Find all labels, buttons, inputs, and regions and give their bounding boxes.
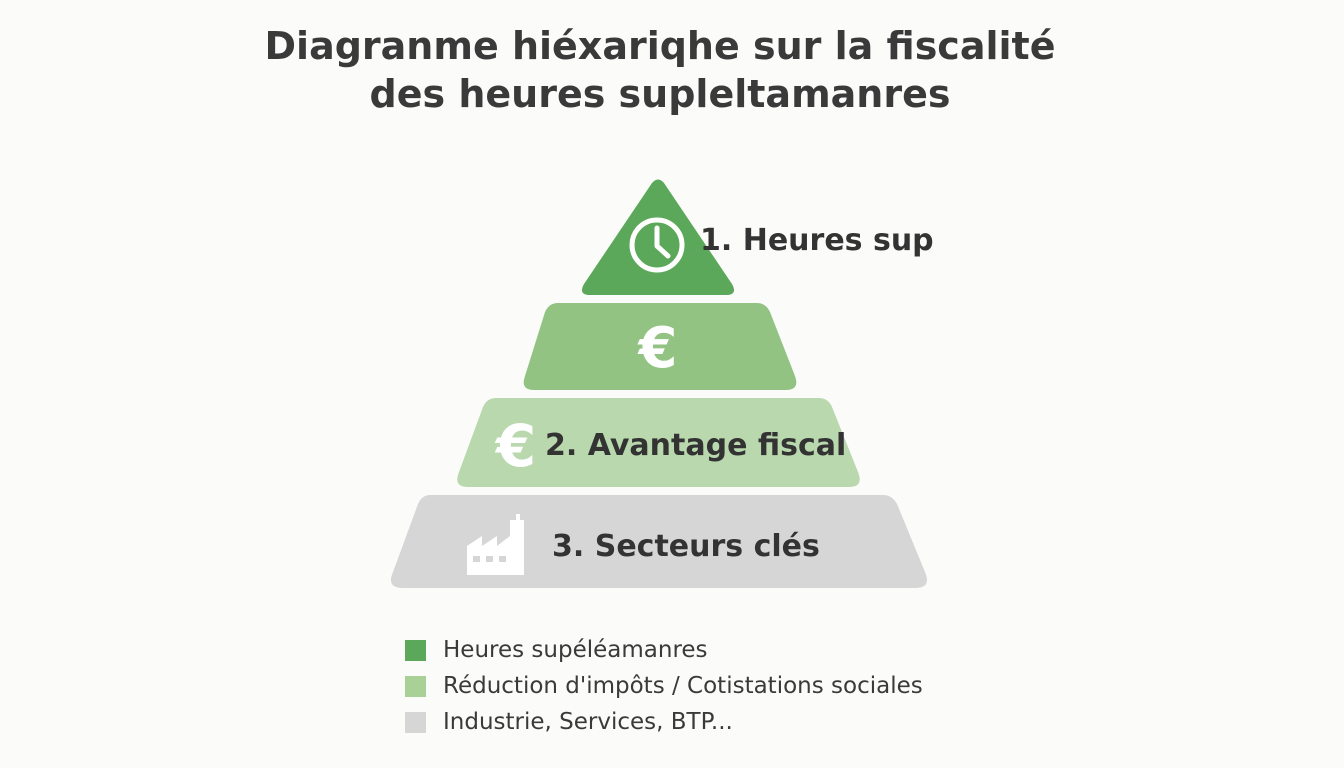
factory-icon [467,514,524,575]
euro-icon: € [494,412,536,480]
title-line-1: Diagranme hiéxariqhe sur la fiscalité [264,24,1056,68]
tier-1-label: 1. Heures sup [700,223,934,258]
tier-3-label: 2. Avantage fiscal [545,428,846,463]
legend-item: Réduction d'impôts / Cotistations social… [405,668,923,704]
legend-label: Industrie, Services, BTP... [443,709,733,735]
legend: Heures supéléamanres Réduction d'impôts … [405,632,923,740]
page-title: Diagranme hiéxariqhe sur la fiscalité de… [0,22,1320,118]
title-line-2: des heures supleltamanres [369,72,951,116]
legend-item: Heures supéléamanres [405,632,923,668]
clock-icon [629,217,685,273]
tier-4-shape [390,495,928,588]
legend-swatch [405,711,426,733]
tier-4-label: 3. Secteurs clés [552,529,820,564]
tier-2-shape [523,303,797,390]
legend-label: Heures supéléamanres [443,637,708,663]
legend-label: Réduction d'impôts / Cotistations social… [443,673,923,699]
pyramid-tier-3: € 2. Avantage fiscal [457,398,860,487]
pyramid-tier-2: € [523,303,797,390]
tier-3-shape [457,398,860,487]
pyramid-tier-4: 3. Secteurs clés [390,495,928,588]
legend-item: Industrie, Services, BTP... [405,704,923,740]
legend-swatch [405,639,426,661]
legend-swatch [405,675,426,697]
pyramid-tier-1: 1. Heures sup [582,179,934,295]
euro-icon: € [637,316,678,381]
